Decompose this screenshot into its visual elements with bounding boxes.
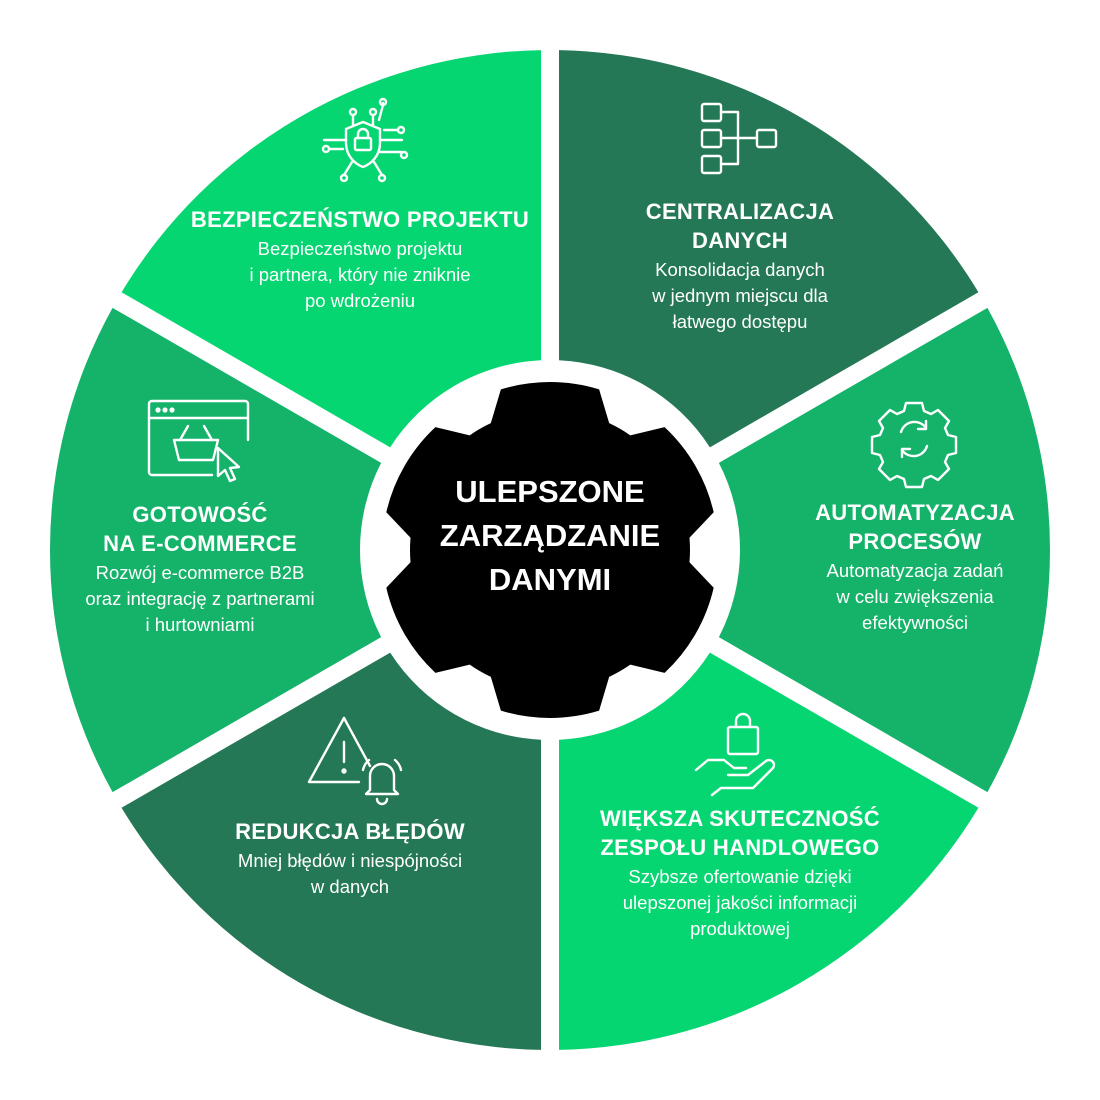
network-shield-lock-icon — [321, 97, 409, 183]
segment-automatyzacja-description: Automatyzacja zadań w celu zwiększenia e… — [826, 560, 1004, 633]
segment-bezpieczenstwo-text: BEZPIECZEŃSTWO PROJEKTU Bezpieczeństwo p… — [190, 205, 530, 314]
segment-ecommerce-text: GOTOWOŚĆ NA E-COMMERCE Rozwój e-commerce… — [50, 500, 350, 638]
browser-basket-cursor-icon — [147, 399, 250, 483]
segment-ecommerce — [49, 307, 382, 793]
segment-centralizacja-description: Konsolidacja danych w jednym miejscu dla… — [652, 259, 828, 332]
segment-centralizacja-title: CENTRALIZACJA DANYCH — [645, 199, 835, 253]
center-gear-shape — [386, 381, 714, 719]
gear-refresh-icon — [870, 401, 958, 489]
segment-redukcja-text: REDUKCJA BŁĘDÓW Mniej błędów i niespójno… — [200, 817, 500, 900]
segment-skutecznosc-title: WIĘKSZA SKUTECZNOŚĆ ZESPOŁU HANDLOWEGO — [600, 806, 880, 860]
segment-skutecznosc — [559, 652, 979, 1050]
segment-redukcja-title: REDUKCJA BŁĘDÓW — [235, 819, 465, 844]
segment-skutecznosc-description: Szybsze ofertowanie dzięki ulepszonej ja… — [622, 866, 858, 939]
segment-redukcja-description: Mniej błędów i niespójności w danych — [237, 850, 463, 897]
segment-ecommerce-title: GOTOWOŚĆ NA E-COMMERCE — [103, 502, 297, 556]
segment-bezpieczenstwo-description: Bezpieczeństwo projektu i partnera, któr… — [249, 238, 471, 311]
segment-ecommerce-description: Rozwój e-commerce B2B oraz integrację z … — [85, 562, 315, 635]
segment-redukcja — [121, 652, 541, 1050]
segment-automatyzacja-title: AUTOMATYZACJA PROCESÓW — [815, 500, 1015, 554]
segment-automatyzacja-text: AUTOMATYZACJA PROCESÓW Automatyzacja zad… — [770, 498, 1060, 636]
center-gear-hub — [366, 366, 734, 734]
center-title: ULEPSZONE ZARZĄDZANIE DANYMI — [439, 474, 661, 597]
segment-automatyzacja — [718, 307, 1051, 793]
segment-bezpieczenstwo — [121, 50, 541, 448]
segment-skutecznosc-text: WIĘKSZA SKUTECZNOŚĆ ZESPOŁU HANDLOWEGO S… — [580, 804, 900, 942]
segment-centralizacja-text: CENTRALIZACJA DANYCH Konsolidacja danych… — [590, 197, 890, 335]
segment-centralizacja — [559, 50, 979, 448]
hierarchy-diagram-icon — [700, 102, 778, 175]
segment-bezpieczenstwo-title: BEZPIECZEŃSTWO PROJEKTU — [190, 207, 530, 232]
outer-ring — [49, 50, 1051, 1050]
warning-bell-icon — [307, 716, 403, 806]
hand-shopping-bag-icon — [694, 712, 776, 797]
